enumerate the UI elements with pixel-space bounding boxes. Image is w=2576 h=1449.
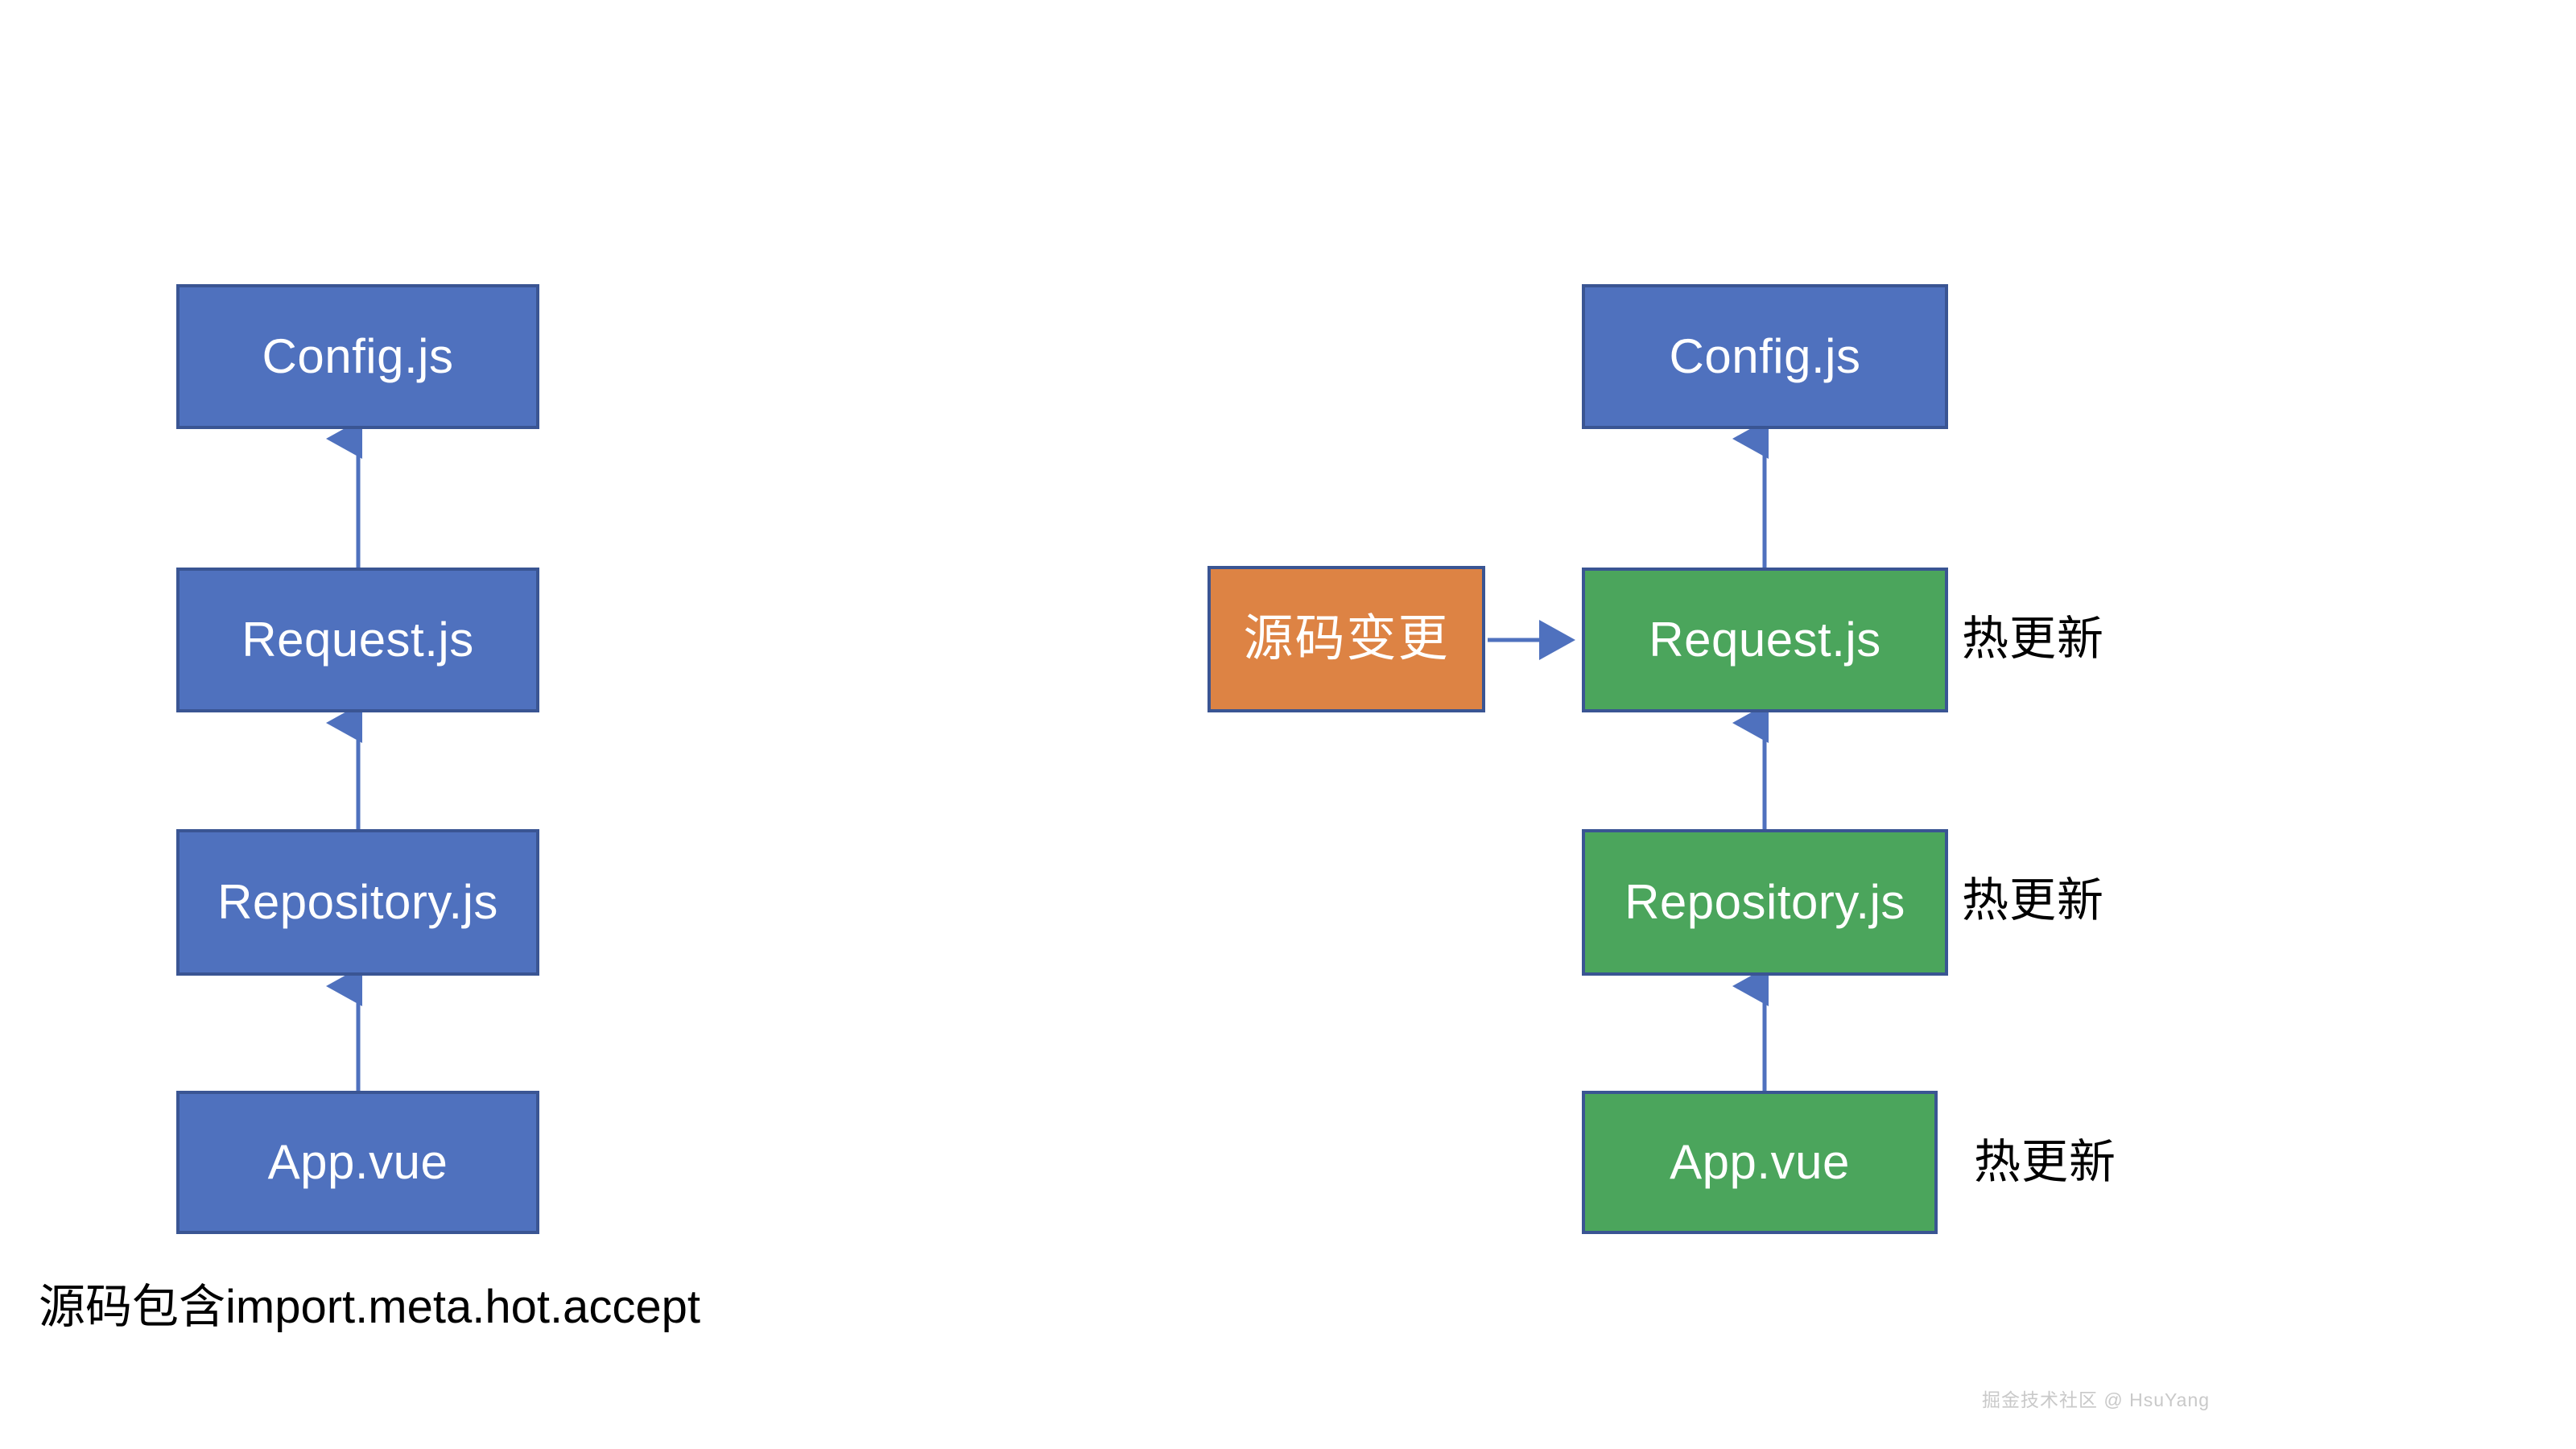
node-left-config[interactable]: Config.js [176, 284, 539, 429]
node-left-repository[interactable]: Repository.js [176, 829, 539, 976]
annotation-hot-update-appvue: 热更新 [1974, 1136, 2117, 1188]
node-label: 源码变更 [1243, 611, 1450, 667]
node-label: App.vue [267, 1135, 448, 1189]
left-graph-caption: 源码包含import.meta.hot.accept [39, 1281, 700, 1333]
annotation-hot-update-repository: 热更新 [1962, 874, 2105, 927]
node-label: Request.js [242, 613, 474, 667]
node-left-request[interactable]: Request.js [176, 568, 539, 712]
node-label: Repository.js [1624, 875, 1905, 929]
node-left-appvue[interactable]: App.vue [176, 1091, 539, 1234]
node-label: App.vue [1670, 1135, 1850, 1189]
node-right-request[interactable]: Request.js [1582, 568, 1948, 712]
node-source-change[interactable]: 源码变更 [1208, 566, 1485, 712]
node-label: Config.js [262, 329, 454, 383]
node-label: Request.js [1649, 613, 1881, 667]
node-right-config[interactable]: Config.js [1582, 284, 1948, 429]
annotation-hot-update-request: 热更新 [1962, 613, 2105, 665]
node-right-appvue[interactable]: App.vue [1582, 1091, 1938, 1234]
watermark: 掘金技术社区 @ HsuYang [1982, 1389, 2211, 1410]
node-label: Repository.js [217, 875, 498, 929]
node-right-repository[interactable]: Repository.js [1582, 829, 1948, 976]
node-label: Config.js [1669, 329, 1861, 383]
